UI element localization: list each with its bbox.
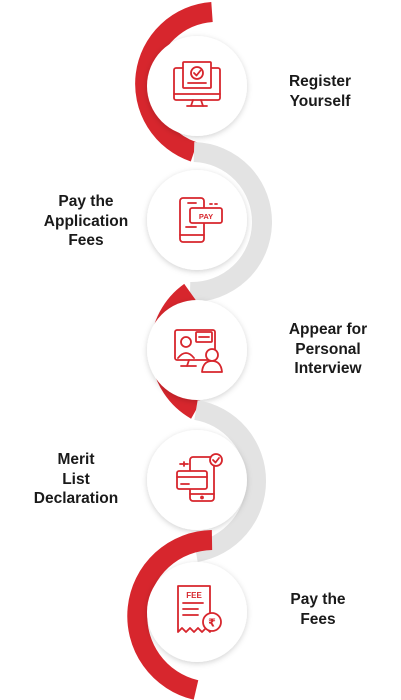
step-4-arc	[194, 400, 266, 562]
step-2: PAY	[147, 142, 272, 303]
step-3	[147, 283, 247, 419]
monitor-checklist-icon	[173, 61, 221, 107]
step-3-label-line-1: Appear for	[288, 321, 368, 338]
step-1-label-line-1: Register	[288, 73, 352, 90]
step-4-label-line-3: Declaration	[33, 490, 119, 507]
step-5-label-line-1: Pay the	[290, 591, 346, 608]
step-1-label-line-2: Yourself	[289, 92, 351, 110]
step-2-label: Pay the Application Fees	[40, 192, 132, 251]
step-3-circle	[147, 300, 247, 400]
pay-icon-text: PAY	[199, 212, 213, 221]
rupee-icon-text: ₹	[208, 617, 216, 630]
step-4-label-line-2: List	[62, 470, 90, 488]
step-5: FEE ₹	[127, 530, 247, 700]
step-5-circle	[147, 562, 247, 662]
step-2-arc	[189, 142, 272, 303]
mobile-pay-icon	[179, 197, 223, 243]
step-5-arc	[127, 530, 213, 700]
video-interview-icon	[174, 329, 223, 373]
step-2-label-line-1: Pay the	[58, 193, 114, 210]
step-3-label: Appear for Personal Interview	[278, 320, 378, 379]
step-4-label: Merit List Declaration	[24, 450, 128, 509]
mobile-card-check-icon	[176, 453, 223, 502]
fee-receipt-rupee-icon	[177, 585, 222, 633]
step-3-label-line-2: Personal	[295, 340, 361, 358]
step-4-label-line-1: Merit	[57, 451, 95, 468]
step-1-arc	[135, 2, 214, 162]
step-3-label-line-3: Interview	[294, 360, 362, 377]
step-2-label-line-2: Application	[43, 212, 129, 230]
step-5-label: Pay the Fees	[282, 590, 354, 629]
step-2-label-line-3: Fees	[68, 232, 104, 249]
step-5-label-line-2: Fees	[300, 610, 336, 628]
step-1	[135, 2, 247, 162]
step-1-label: Register Yourself	[286, 72, 354, 111]
step-4	[147, 400, 266, 562]
fee-icon-text: FEE	[186, 591, 202, 600]
